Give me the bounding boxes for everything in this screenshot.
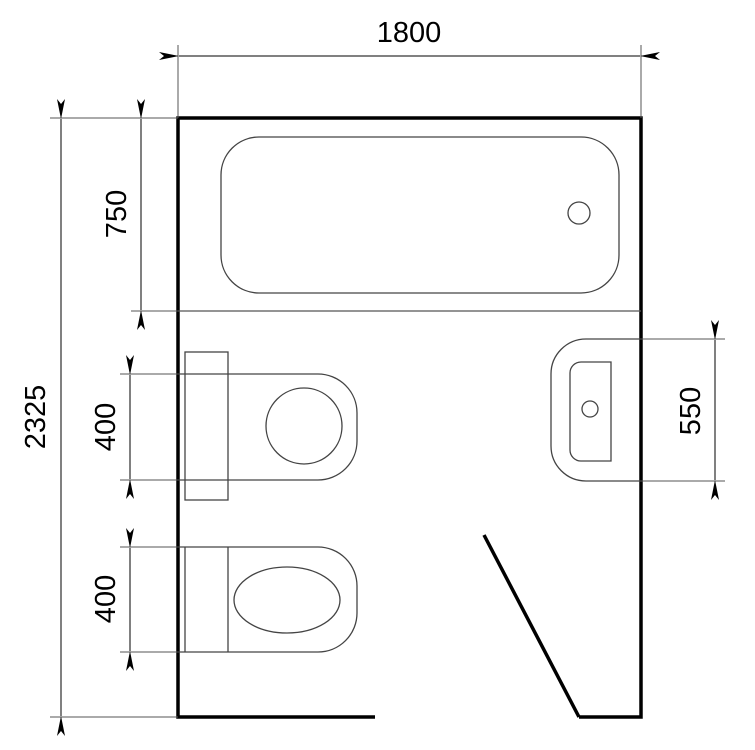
door	[482, 534, 581, 718]
washbasin-drain-icon	[581, 400, 599, 418]
bidet-tank	[184, 351, 229, 501]
dimension-label-overall-length: 2325	[20, 385, 52, 450]
toilet-bowl	[233, 566, 341, 634]
toilet-body	[178, 546, 358, 653]
dimension-label-bidet: 400	[90, 403, 122, 451]
toilet	[178, 546, 358, 653]
dimension-label-toilet: 400	[90, 575, 122, 623]
walls	[176, 116, 643, 719]
washbasin-bowl	[569, 361, 612, 462]
washbasin-body	[550, 338, 641, 482]
washbasin	[550, 338, 641, 482]
dimension-toilet	[120, 528, 178, 671]
dimension-overall-width	[159, 45, 660, 118]
bidet	[178, 351, 358, 501]
dimension-overall-length	[50, 99, 178, 736]
dimension-label-bathtub: 750	[101, 190, 133, 238]
dimension-bathtub	[131, 99, 178, 330]
outer-wall-main	[176, 116, 643, 719]
bathtub	[178, 136, 641, 312]
dimension-label-overall-width: 1800	[377, 17, 442, 49]
bidet-body	[178, 373, 358, 481]
dimension-washbasin	[641, 320, 725, 500]
bathtub-drain-icon	[567, 201, 591, 225]
bathtub-basin	[220, 136, 620, 294]
bidet-bowl	[265, 387, 343, 465]
dimension-label-washbasin: 550	[675, 387, 707, 435]
dimension-bidet	[120, 355, 178, 499]
door-leaf	[482, 534, 581, 718]
